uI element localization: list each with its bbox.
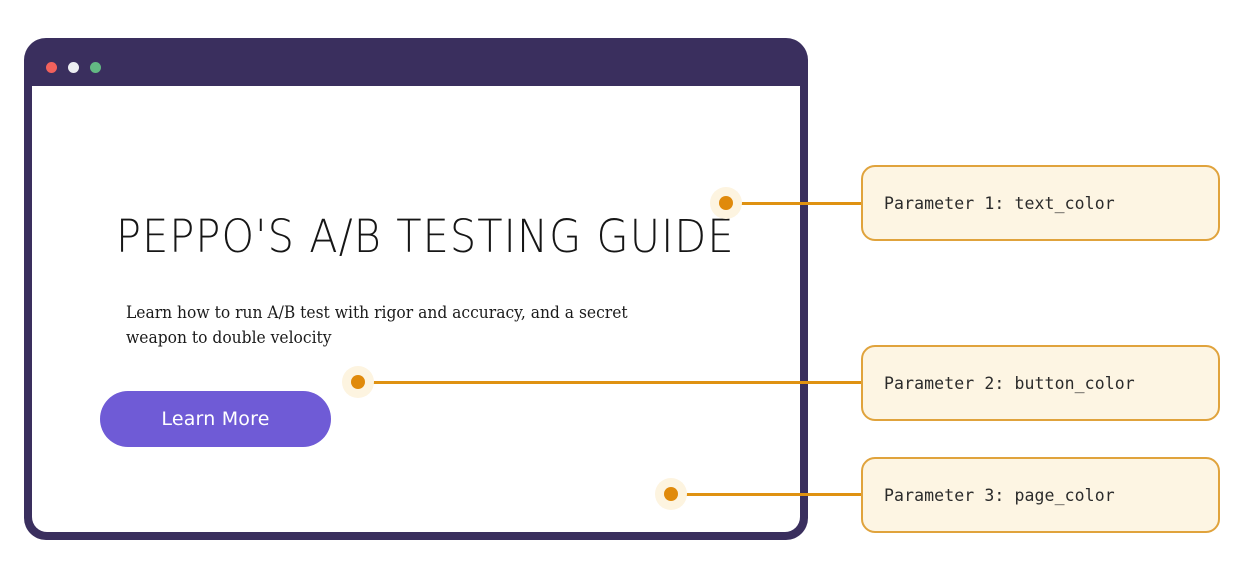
callout-parameter-2: Parameter 2: button_color [861, 345, 1220, 421]
page-title: PEPPO'S A/B TESTING GUIDE [116, 210, 735, 263]
annotation-dot-button-color[interactable] [342, 366, 374, 398]
callout-parameter-2-label: Parameter 2: button_color [884, 373, 1135, 393]
close-window-icon[interactable] [46, 62, 57, 73]
callout-parameter-3: Parameter 3: page_color [861, 457, 1220, 533]
window-controls [46, 62, 101, 73]
callout-parameter-1: Parameter 1: text_color [861, 165, 1220, 241]
browser-titlebar [24, 38, 808, 86]
callout-parameter-1-label: Parameter 1: text_color [884, 193, 1115, 213]
minimize-window-icon[interactable] [68, 62, 79, 73]
annotation-dot-text-color[interactable] [710, 187, 742, 219]
learn-more-button[interactable]: Learn More [100, 391, 331, 447]
annotation-dot-page-color[interactable] [655, 478, 687, 510]
browser-window-mockup: PEPPO'S A/B TESTING GUIDE Learn how to r… [24, 38, 808, 540]
page-subtitle: Learn how to run A/B test with rigor and… [126, 303, 628, 348]
maximize-window-icon[interactable] [90, 62, 101, 73]
annotation-connector-3 [682, 493, 863, 496]
browser-viewport: PEPPO'S A/B TESTING GUIDE Learn how to r… [32, 86, 800, 532]
annotation-connector-2 [368, 381, 863, 384]
annotation-connector-1 [735, 202, 863, 205]
callout-parameter-3-label: Parameter 3: page_color [884, 485, 1115, 505]
